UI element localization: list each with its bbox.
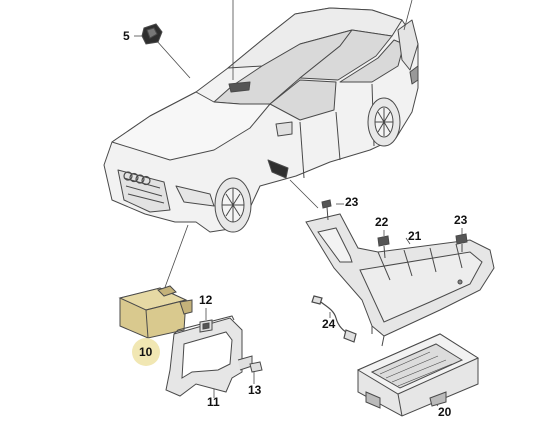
part-23-screw-left bbox=[321, 199, 332, 221]
part-22-screw bbox=[377, 235, 390, 259]
callout-12: 12 bbox=[199, 293, 213, 307]
callout-10: 10 bbox=[139, 345, 153, 359]
leader-21-car bbox=[289, 179, 319, 209]
callout-10-badge bbox=[132, 338, 160, 366]
part-13-screw bbox=[249, 361, 263, 373]
part-10-control-module bbox=[118, 285, 193, 339]
part-21-bracket bbox=[305, 213, 495, 347]
callout-22: 22 bbox=[375, 215, 389, 229]
part-20-control-unit bbox=[356, 333, 480, 417]
leader-top-right bbox=[403, 0, 413, 31]
callout-23-right: 23 bbox=[454, 213, 468, 227]
callout-5: 5 bbox=[123, 29, 130, 43]
leader-5-car bbox=[155, 39, 191, 79]
callout-24: 24 bbox=[322, 317, 336, 331]
callout-21: 21 bbox=[408, 229, 422, 243]
leader-10 bbox=[163, 224, 189, 291]
leader-lines bbox=[134, 0, 463, 407]
callout-11: 11 bbox=[207, 395, 220, 409]
leader-21 bbox=[405, 237, 411, 245]
part-23-screw-right bbox=[455, 233, 468, 252]
part-12-screw bbox=[199, 319, 213, 333]
car-illustration bbox=[103, 7, 419, 233]
part-11-bracket bbox=[165, 315, 253, 397]
callout-20: 20 bbox=[438, 405, 452, 419]
callout-13: 13 bbox=[248, 383, 262, 397]
part-5-sensor bbox=[141, 23, 163, 45]
callout-23-left: 23 bbox=[345, 195, 359, 209]
part-24-cable bbox=[311, 295, 357, 343]
